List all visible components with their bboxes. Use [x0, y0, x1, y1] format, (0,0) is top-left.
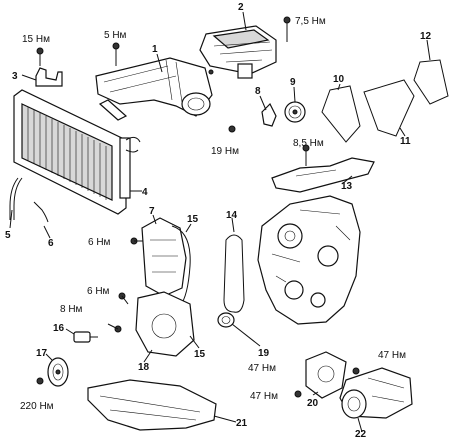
engine-undertray: [87, 379, 217, 431]
label-part-8: 8: [255, 86, 261, 97]
air-filter-housing: [199, 25, 277, 79]
label-part-10: 10: [333, 74, 345, 85]
label-part-22: 22: [355, 429, 367, 438]
torque-19nm: 19 Нм: [211, 146, 239, 157]
oil-seal: [217, 312, 235, 328]
compressor-bracket: [305, 351, 347, 399]
torque-47nm-bottom: 47 Нм: [250, 391, 278, 402]
air-intake-duct: [95, 57, 213, 121]
torque-8-5nm: 8,5 Нм: [293, 138, 324, 149]
label-part-21: 21: [236, 418, 248, 429]
label-part-16: 16: [53, 323, 65, 334]
label-part-18: 18: [138, 362, 150, 373]
label-part-1: 1: [152, 44, 158, 55]
label-part-14: 14: [226, 210, 238, 221]
label-part-12: 12: [420, 31, 432, 42]
torque-220nm: 220 Нм: [20, 401, 54, 412]
label-part-5: 5: [5, 230, 11, 241]
label-part-17: 17: [36, 348, 48, 359]
label-part-4: 4: [142, 187, 148, 198]
engine-cover: [271, 157, 375, 193]
timing-cover-upper: [141, 217, 191, 307]
label-part-19: 19: [258, 348, 270, 359]
belt-tensioner: [261, 102, 277, 127]
label-part-11: 11: [400, 136, 411, 147]
sensor: [73, 331, 98, 343]
torque-labels: 15 Нм 5 Нм 7,5 Нм 19 Нм 8,5 Нм 6 Нм 6 Нм…: [20, 16, 406, 412]
torque-7-5nm: 7,5 Нм: [295, 16, 326, 27]
label-part-6: 6: [48, 238, 54, 249]
label-part-15-lower: 15: [194, 349, 206, 360]
drive-belts: [321, 59, 449, 143]
part-labels: 1 2 3 4 5 6 7 8 9 10 11 12 13 14 15 15 1…: [5, 2, 432, 438]
torque-47nm-left: 47 Нм: [248, 363, 276, 374]
radiator-hoses: [9, 177, 49, 223]
idler-pulley: [284, 101, 306, 123]
torque-47nm-right: 47 Нм: [378, 350, 406, 361]
label-part-7: 7: [149, 206, 155, 217]
label-part-9: 9: [290, 77, 296, 88]
ac-compressor: [339, 367, 413, 419]
mounting-bracket: [35, 67, 63, 87]
timing-cover-lower: [135, 291, 195, 357]
label-part-2: 2: [238, 2, 244, 13]
radiator: [13, 89, 141, 215]
torque-5nm: 5 Нм: [104, 30, 127, 41]
label-part-20: 20: [307, 398, 319, 409]
torque-6nm-lower: 6 Нм: [87, 286, 110, 297]
torque-6nm-upper: 6 Нм: [88, 237, 111, 248]
engine-block: [257, 195, 361, 325]
crankshaft-pulley: [47, 357, 69, 387]
leader-lines: [9, 11, 431, 433]
torque-15nm: 15 Нм: [22, 34, 50, 45]
label-part-3: 3: [12, 71, 18, 82]
torque-8nm: 8 Нм: [60, 304, 83, 315]
label-part-15-upper: 15: [187, 214, 199, 225]
timing-belt: [223, 234, 245, 313]
label-part-13: 13: [341, 181, 353, 192]
